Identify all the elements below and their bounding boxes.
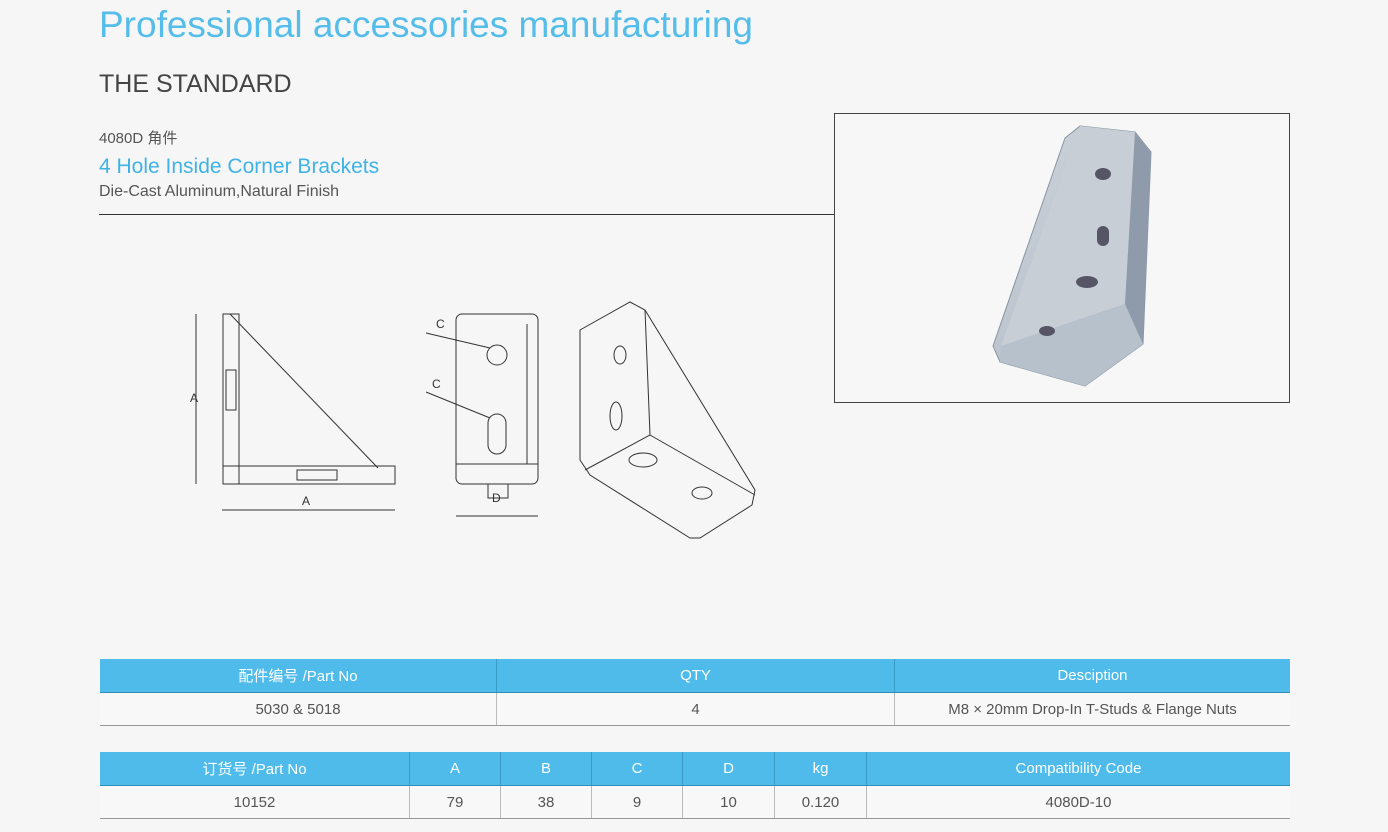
isometric-view-drawing (579, 301, 756, 539)
header-qty: QTY (496, 659, 895, 693)
dim-d: D (492, 491, 501, 505)
table-row: 5030 & 5018 4 M8 × 20mm Drop-In T-Studs … (100, 692, 1290, 726)
cell-compatibility: 4080D-10 (866, 785, 1290, 819)
product-material: Die-Cast Aluminum,Natural Finish (99, 183, 340, 200)
section-title: THE STANDARD (99, 70, 292, 98)
cell-order-no: 10152 (100, 785, 410, 819)
cell-b: 38 (500, 785, 592, 819)
header-part-no: 配件编号 /Part No (100, 659, 497, 693)
header-b: B (500, 752, 592, 786)
product-name: 4 Hole Inside Corner Brackets (99, 155, 380, 178)
cell-part-no: 5030 & 5018 (100, 692, 497, 726)
header-description: Desciption (894, 659, 1290, 693)
cell-qty: 4 (496, 692, 895, 726)
cell-c: 9 (591, 785, 683, 819)
bracket-photo-image (992, 125, 1152, 387)
header-kg: kg (774, 752, 867, 786)
cell-kg: 0.120 (774, 785, 867, 819)
page-title: Professional accessories manufacturing (99, 4, 753, 45)
cell-description: M8 × 20mm Drop-In T-Studs & Flange Nuts (894, 692, 1290, 726)
header-a: A (409, 752, 501, 786)
technical-drawings: A A C C D (190, 301, 756, 539)
product-code: 4080D 角件 (99, 130, 178, 147)
dim-c-slot: C (432, 377, 441, 391)
table-row: 10152 79 38 9 10 0.120 4080D-10 (100, 785, 1290, 819)
dim-a-horizontal: A (302, 494, 310, 508)
accessories-table: 配件编号 /Part No QTY Desciption 5030 & 5018… (100, 659, 1290, 726)
header-compatibility: Compatibility Code (866, 752, 1290, 786)
header-c: C (591, 752, 683, 786)
order-table: 订货号 /Part No A B C D kg Compatibility Co… (100, 752, 1290, 819)
product-photo (834, 113, 1290, 403)
header-d: D (682, 752, 775, 786)
header-order-no: 订货号 /Part No (100, 752, 410, 786)
cell-d: 10 (682, 785, 775, 819)
cell-a: 79 (409, 785, 501, 819)
divider (99, 214, 835, 215)
side-view-drawing (195, 313, 396, 511)
dim-c-hole: C (436, 317, 445, 331)
front-view-drawing (425, 313, 539, 517)
dim-a-vertical: A (190, 391, 198, 405)
